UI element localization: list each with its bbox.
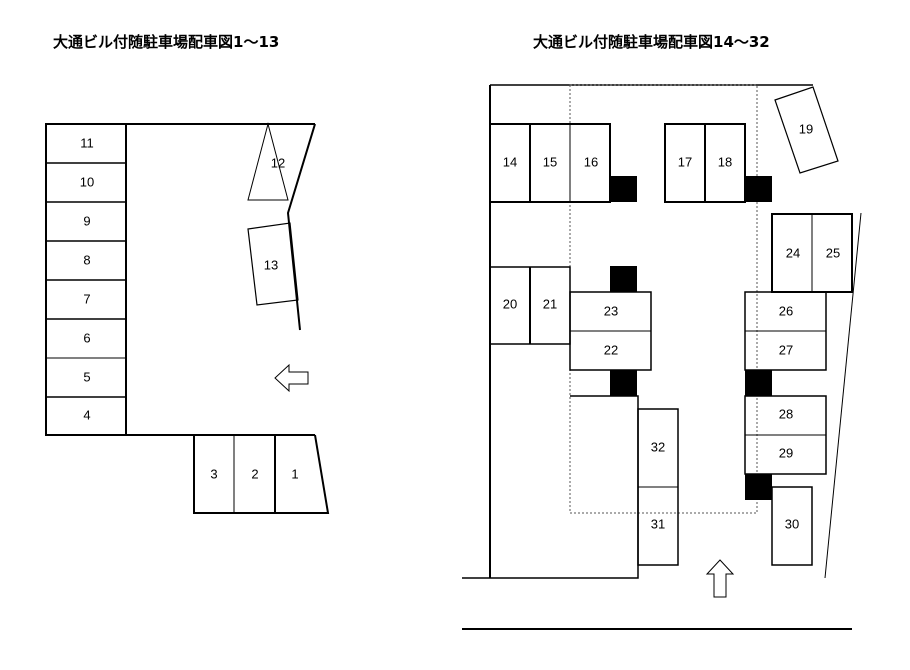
space-2: 2 xyxy=(251,466,258,481)
space-32: 32 xyxy=(651,439,665,454)
pillar xyxy=(610,266,637,292)
space-3: 3 xyxy=(210,466,217,481)
left-lot xyxy=(45,122,330,514)
pillar xyxy=(745,370,772,396)
space-10: 10 xyxy=(80,174,94,189)
space-7: 7 xyxy=(83,291,90,306)
space-12: 12 xyxy=(271,155,285,170)
space-11: 11 xyxy=(80,135,94,150)
pillar xyxy=(610,176,637,202)
pillar xyxy=(610,370,637,396)
space-29: 29 xyxy=(779,445,793,460)
left-map-title: 大通ビル付随駐車場配車図1～13 xyxy=(53,33,280,51)
space-1: 1 xyxy=(291,466,298,481)
right-lot-labels: 14 15 16 17 18 19 24 25 20 21 23 22 26 2… xyxy=(503,121,840,531)
space-21: 21 xyxy=(543,296,557,311)
arrow-left-icon xyxy=(274,363,309,393)
space-13: 13 xyxy=(264,257,278,272)
space-24: 24 xyxy=(786,245,800,260)
space-15: 15 xyxy=(543,154,557,169)
pillars xyxy=(610,176,772,500)
space-26: 26 xyxy=(779,303,793,318)
space-22: 22 xyxy=(604,342,618,357)
space-4: 4 xyxy=(83,407,90,422)
arrow-up-icon xyxy=(705,559,735,598)
space-31: 31 xyxy=(651,516,665,531)
space-19: 19 xyxy=(799,121,813,136)
space-5: 5 xyxy=(83,369,90,384)
space-25: 25 xyxy=(826,245,840,260)
space-9: 9 xyxy=(83,213,90,228)
right-lot xyxy=(462,84,862,630)
pillar xyxy=(745,176,772,202)
pillar xyxy=(745,474,772,500)
space-20: 20 xyxy=(503,296,517,311)
space-8: 8 xyxy=(83,252,90,267)
space-23: 23 xyxy=(604,303,618,318)
space-30: 30 xyxy=(785,516,799,531)
space-27: 27 xyxy=(779,342,793,357)
space-28: 28 xyxy=(779,406,793,421)
space-18: 18 xyxy=(718,154,732,169)
space-17: 17 xyxy=(678,154,692,169)
right-map-title: 大通ビル付随駐車場配車図14～32 xyxy=(533,33,770,51)
left-lot-labels: 11 10 9 8 7 6 5 4 12 13 3 2 1 xyxy=(80,135,299,481)
space-16: 16 xyxy=(584,154,598,169)
space-14: 14 xyxy=(503,154,517,169)
space-6: 6 xyxy=(83,330,90,345)
